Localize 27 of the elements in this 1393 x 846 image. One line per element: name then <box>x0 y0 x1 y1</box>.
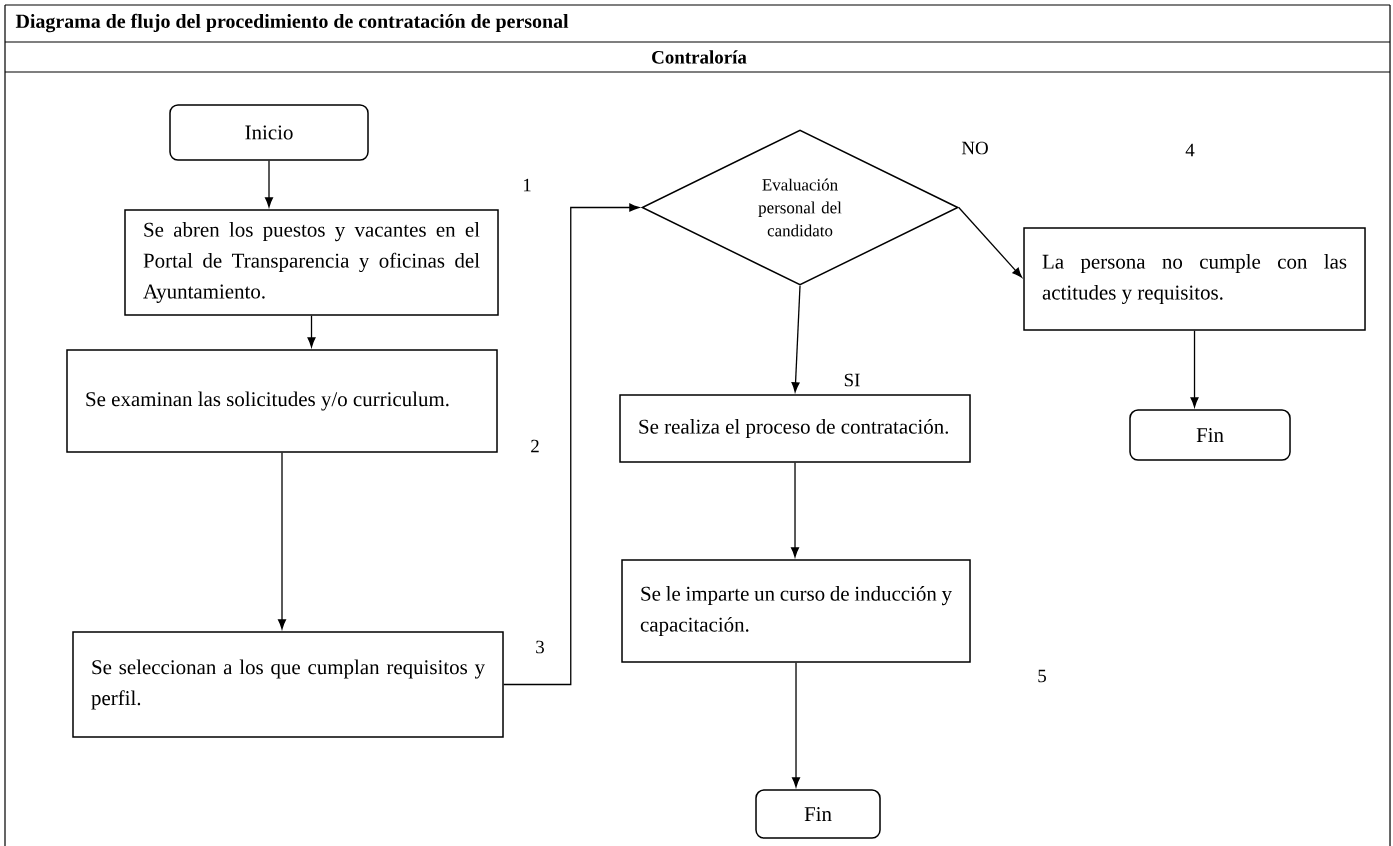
process-box: La persona no cumple con las actitudes y requisitos. <box>1023 227 1366 331</box>
process-box: Se le imparte un curso de inducción y capacitación. <box>621 559 971 663</box>
arrow <box>307 315 316 348</box>
edge-label: SI <box>841 371 863 389</box>
process-box: Se realiza el proceso de contratación. <box>619 394 971 463</box>
arrow <box>958 206 1023 278</box>
terminal-box: Fin <box>1129 409 1291 461</box>
step-number: 3 <box>536 640 544 654</box>
title: Diagrama de flujo del procedimiento de contratación de personal <box>15 13 569 33</box>
arrow <box>265 160 273 208</box>
step-number: 4 <box>1185 143 1195 157</box>
step-number: 5 <box>1038 669 1046 683</box>
edge-label: NO <box>959 139 991 157</box>
process-box: Se seleccionan a los que cumplan requisitos y perfil. <box>72 631 504 738</box>
arrow <box>1190 330 1199 408</box>
terminal-box: Fin <box>755 789 881 839</box>
arrow <box>278 452 286 630</box>
terminal-box: Inicio <box>169 104 369 161</box>
step-number: 2 <box>531 439 539 453</box>
arrow <box>503 203 640 686</box>
arrow <box>792 662 801 788</box>
arrow <box>791 462 800 558</box>
step-number: 1 <box>523 178 531 192</box>
process-box: Se examinan las solicitudes y/o curriculum. <box>66 349 498 453</box>
lane-header: Contraloría <box>652 50 747 64</box>
process-box: Se abren los puestos y vacantes en el Portal de Transparencia y oficinas del Ayuntamiento. <box>124 209 499 316</box>
arrow <box>791 285 801 393</box>
